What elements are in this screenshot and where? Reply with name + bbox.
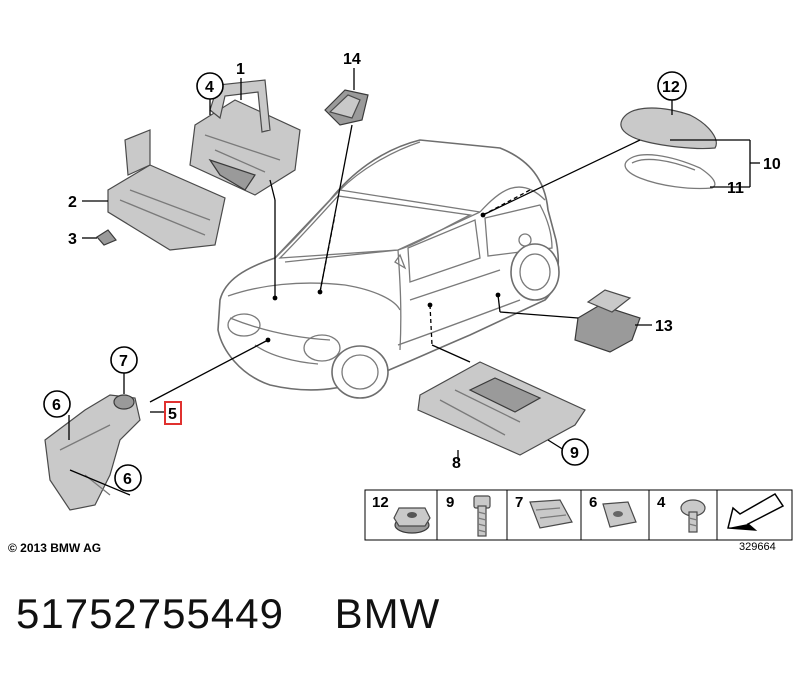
legend-cell-4 xyxy=(648,489,718,541)
part-13-module xyxy=(574,289,641,353)
callout-1: 1 xyxy=(236,61,245,78)
callout-4: 4 xyxy=(205,79,214,96)
callout-5-highlight-box xyxy=(164,401,182,425)
callout-6b: 6 xyxy=(123,471,132,488)
legend-item-6: 6 xyxy=(589,494,597,511)
legend-cell-9 xyxy=(436,489,508,541)
leader-lines xyxy=(68,68,760,496)
callout-12: 12 xyxy=(662,79,680,96)
callout-11: 11 xyxy=(727,180,744,197)
callout-14: 14 xyxy=(343,51,361,68)
car-illustration xyxy=(217,139,560,399)
copyright-notice: © 2013 BMW AG xyxy=(8,541,102,555)
part-clip xyxy=(96,229,117,246)
legend-item-7: 7 xyxy=(515,494,523,511)
part-info-line: 51752755449 BMW xyxy=(16,590,440,638)
callout-2: 2 xyxy=(68,194,77,211)
callout-12-circle xyxy=(657,71,687,101)
legend-item-4: 4 xyxy=(657,494,666,511)
callout-9: 9 xyxy=(570,445,579,462)
callout-8: 8 xyxy=(452,455,461,472)
clip-nut-icon xyxy=(529,499,573,529)
callout-9-circle xyxy=(561,438,589,466)
diagram-number: 329664 xyxy=(739,541,776,553)
clip-nut-icon xyxy=(602,501,637,528)
part-bracket xyxy=(107,129,226,251)
callout-10: 10 xyxy=(763,156,781,173)
fastener-legend: 12 9 7 6 4 xyxy=(364,489,793,541)
legend-item-12: 12 xyxy=(372,494,389,511)
arrow-icon xyxy=(727,493,785,531)
part-carrier-plate xyxy=(417,361,586,456)
part-cover-set xyxy=(620,107,717,190)
part-number: 51752755449 xyxy=(16,590,284,637)
callout-6b-circle xyxy=(114,464,142,492)
part-14 xyxy=(324,89,369,126)
legend-item-9: 9 xyxy=(446,494,454,511)
callout-7-circle xyxy=(110,346,138,374)
callout-13: 13 xyxy=(655,318,673,335)
callout-6a: 6 xyxy=(52,397,61,414)
hex-flange-nut-icon xyxy=(393,507,431,534)
part-battery-tray xyxy=(189,79,301,196)
callout-4-circle xyxy=(196,72,224,100)
callout-6a-circle xyxy=(43,390,71,418)
callout-7: 7 xyxy=(119,353,128,370)
callout-3: 3 xyxy=(68,231,77,248)
screw-icon xyxy=(680,499,706,533)
bolt-icon xyxy=(473,495,491,537)
callout-5: 5 xyxy=(168,406,177,423)
brand-name: BMW xyxy=(334,590,441,637)
